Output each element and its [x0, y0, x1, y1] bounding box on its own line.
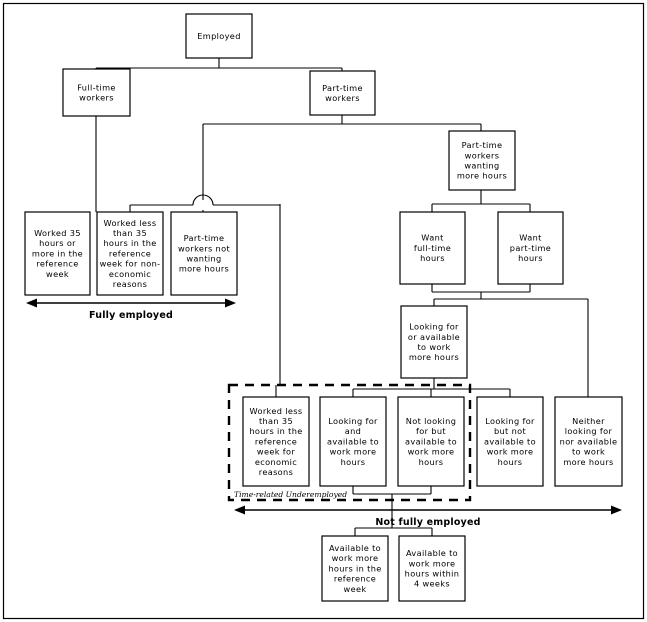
node-box-part-time-workers[interactable] — [309, 70, 376, 116]
dashed-group-label: Time-related Underemployed — [234, 490, 347, 499]
node-box-worked-less-35-economic[interactable] — [242, 396, 310, 487]
time-related-underemployed-group: Time-related Underemployed — [227, 383, 472, 502]
node-box-full-time-workers[interactable] — [62, 68, 131, 117]
node-box-available-within-4-weeks[interactable] — [398, 535, 466, 602]
node-box-want-part-time-hours[interactable] — [497, 211, 564, 285]
not-fully-employed-arrowhead-right — [611, 505, 622, 515]
node-box-looking-and-available[interactable] — [319, 396, 387, 487]
node-box-employed[interactable] — [185, 13, 253, 59]
node-box-part-time-not-wanting-more-hours[interactable] — [170, 211, 238, 296]
node-box-worked-35-or-more[interactable] — [24, 211, 91, 296]
node-box-neither-looking-nor-available[interactable] — [554, 396, 623, 487]
connector-lines — [95, 58, 589, 536]
fully-employed-arrowhead-left — [26, 298, 37, 308]
node-box-worked-less-35-noneconomic[interactable] — [96, 211, 164, 296]
bracket-fully-employed: Fully employed — [26, 298, 236, 321]
node-box-want-full-time-hours[interactable] — [399, 211, 466, 285]
node-box-not-looking-but-available[interactable] — [397, 396, 465, 487]
not-fully-employed-label: Not fully employed — [375, 517, 480, 528]
not-fully-employed-arrowhead-left — [234, 505, 245, 515]
bracket-not-fully-employed: Not fully employed — [234, 505, 622, 528]
node-box-available-within-reference-week[interactable] — [321, 535, 389, 602]
node-box-part-time-wanting-more-hours[interactable] — [448, 130, 516, 191]
node-box-looking-but-not-available[interactable] — [476, 396, 544, 487]
fully-employed-label: Fully employed — [89, 310, 173, 321]
node-label-employed: Employed — [197, 31, 241, 41]
node-box-looking-or-available[interactable] — [400, 305, 468, 379]
node-employed[interactable]: Employed — [185, 13, 253, 59]
fully-employed-arrowhead-right — [225, 298, 236, 308]
connector-line-hop-arc — [192, 194, 214, 206]
dashed-group-outline — [227, 383, 472, 502]
